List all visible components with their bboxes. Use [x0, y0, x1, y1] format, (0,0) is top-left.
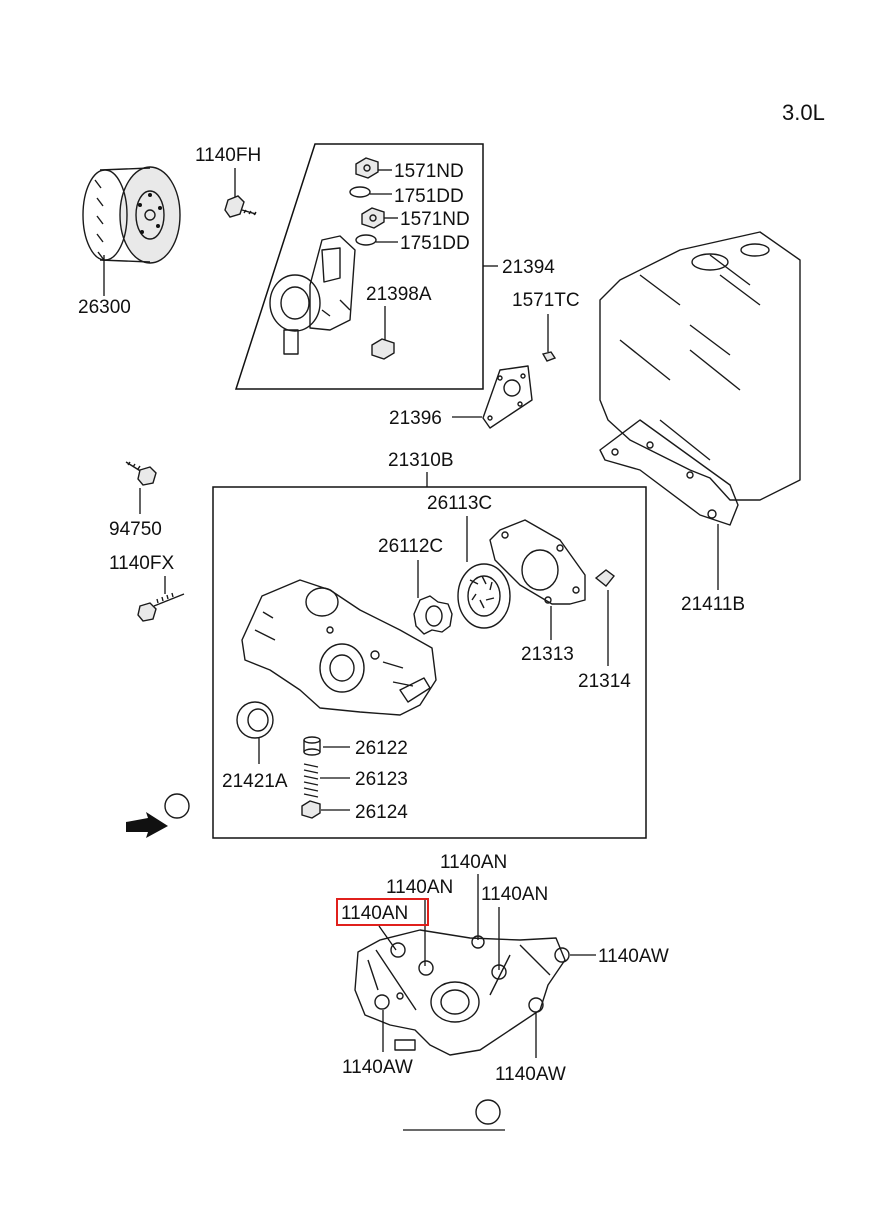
highlight-box-1140AN — [336, 898, 429, 926]
label-1571ND-upper[interactable]: 1571ND — [394, 161, 464, 182]
nut-1571ND-upper-part[interactable] — [355, 157, 379, 179]
label-26122[interactable]: 26122 — [355, 738, 408, 759]
view-a-marker-circle — [164, 793, 190, 819]
label-94750[interactable]: 94750 — [109, 519, 162, 540]
bolt-94750-part[interactable] — [125, 461, 157, 486]
view-a-arrow — [126, 812, 168, 838]
oil-pump-body-part[interactable] — [241, 579, 437, 716]
filter-bracket-group-frame — [234, 143, 484, 390]
view-a-caption-circle — [475, 1099, 501, 1125]
label-26113C[interactable]: 26113C — [427, 493, 492, 514]
spring-26123-part[interactable] — [303, 763, 319, 798]
label-21314[interactable]: 21314 — [578, 671, 631, 692]
bolt-21398A-part[interactable] — [371, 338, 395, 360]
gasket-1751DD-upper-part[interactable] — [349, 186, 371, 198]
plunger-26122-part[interactable] — [303, 736, 321, 756]
gasket-1751DD-lower-part[interactable] — [355, 234, 377, 246]
label-21310B[interactable]: 21310B — [388, 450, 454, 471]
label-21411B[interactable]: 21411B — [681, 594, 745, 615]
screw-21314-part[interactable] — [594, 569, 615, 587]
oil-filter-bracket-part[interactable] — [269, 235, 356, 355]
label-1751DD-lower[interactable]: 1751DD — [400, 233, 470, 254]
bolt-1140FH-part[interactable] — [224, 195, 257, 218]
label-21398A[interactable]: 21398A — [366, 284, 432, 305]
plug-1571TC-part[interactable] — [541, 351, 557, 362]
oil-filter-part[interactable] — [82, 166, 181, 264]
label-26124[interactable]: 26124 — [355, 802, 408, 823]
pump-cover-21313-part[interactable] — [489, 519, 586, 605]
label-21421A[interactable]: 21421A — [222, 771, 288, 792]
label-1140AW-right[interactable]: 1140AW — [598, 946, 669, 967]
label-1140AW-left[interactable]: 1140AW — [342, 1057, 413, 1078]
label-1140AW-bottom[interactable]: 1140AW — [495, 1064, 566, 1085]
label-1140AN-right[interactable]: 1140AN — [481, 884, 548, 905]
plug-26124-part[interactable] — [301, 800, 321, 819]
label-1571TC[interactable]: 1571TC — [512, 290, 580, 311]
nut-1571ND-lower-part[interactable] — [361, 207, 385, 229]
label-26112C[interactable]: 26112C — [378, 536, 443, 557]
label-1140AN-top[interactable]: 1140AN — [440, 852, 507, 873]
label-1140AN-mid[interactable]: 1140AN — [386, 877, 453, 898]
label-1571ND-lower[interactable]: 1571ND — [400, 209, 470, 230]
label-1140AN-highlighted[interactable]: 1140AN — [341, 903, 408, 924]
label-21394[interactable]: 21394 — [502, 257, 555, 278]
label-21396[interactable]: 21396 — [389, 408, 442, 429]
label-1140FH[interactable]: 1140FH — [195, 145, 261, 166]
gasket-21396-part[interactable] — [482, 365, 533, 429]
label-26123[interactable]: 26123 — [355, 769, 408, 790]
inner-rotor-26112C-part[interactable] — [413, 595, 453, 635]
label-1140FX[interactable]: 1140FX — [109, 553, 174, 574]
outer-rotor-26113C-part[interactable] — [457, 563, 511, 629]
engine-block-21411B-part[interactable] — [599, 231, 801, 526]
label-1751DD-upper[interactable]: 1751DD — [394, 186, 464, 207]
label-26300[interactable]: 26300 — [78, 297, 131, 318]
engine-size-label: 3.0L — [782, 100, 825, 125]
oil-pump-group-frame — [212, 486, 647, 839]
oil-pump-view-a-part[interactable] — [354, 929, 570, 1056]
oil-seal-21421A-part[interactable] — [236, 701, 274, 739]
label-21313[interactable]: 21313 — [521, 644, 574, 665]
bolt-1140FX-part[interactable] — [137, 592, 185, 622]
